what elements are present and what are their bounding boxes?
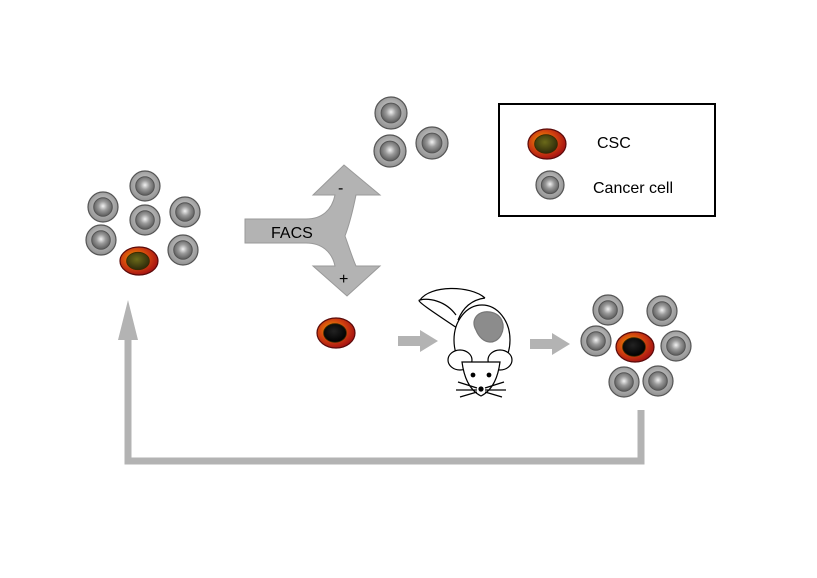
cancer-cell <box>129 170 161 202</box>
csc-cell <box>615 331 655 363</box>
legend-label-csc: CSC <box>597 135 631 152</box>
cancer-cell <box>374 96 408 130</box>
cancer-cell <box>535 170 565 200</box>
tumor-growth-arrow <box>530 333 570 355</box>
csc-cell-icon <box>527 128 567 160</box>
cancer-cell <box>85 224 117 256</box>
csc-cell <box>527 128 567 160</box>
facs-split-arrow: FACS - + <box>244 164 382 297</box>
csc-cell <box>316 317 356 349</box>
feedback-loop-arrow <box>118 300 645 465</box>
cancer-cell <box>660 330 692 362</box>
cancer-cell <box>592 294 624 326</box>
cancer-cell <box>415 126 449 160</box>
injection-arrow <box>398 330 438 352</box>
cancer-cell <box>642 365 674 397</box>
cancer-cell <box>87 191 119 223</box>
tumor-cell-population <box>580 294 692 398</box>
facs-label: FACS <box>271 225 313 242</box>
legend: CSC Cancer cell <box>498 103 716 217</box>
plus-sign: + <box>339 271 348 288</box>
minus-sign: - <box>338 180 343 197</box>
initial-cell-population <box>85 170 201 276</box>
cancer-cell <box>169 196 201 228</box>
cancer-cell-icon <box>535 170 565 200</box>
negative-sorted-cells <box>373 96 449 168</box>
cancer-cell <box>646 295 678 327</box>
cancer-cell <box>608 366 640 398</box>
cancer-cell <box>580 325 612 357</box>
cancer-cell <box>129 204 161 236</box>
cancer-cell <box>373 134 407 168</box>
legend-label-cancer-cell: Cancer cell <box>593 180 673 197</box>
positive-sorted-csc <box>316 317 356 349</box>
csc-cell <box>119 246 159 276</box>
cancer-cell <box>167 234 199 266</box>
mouse-icon <box>418 287 513 398</box>
